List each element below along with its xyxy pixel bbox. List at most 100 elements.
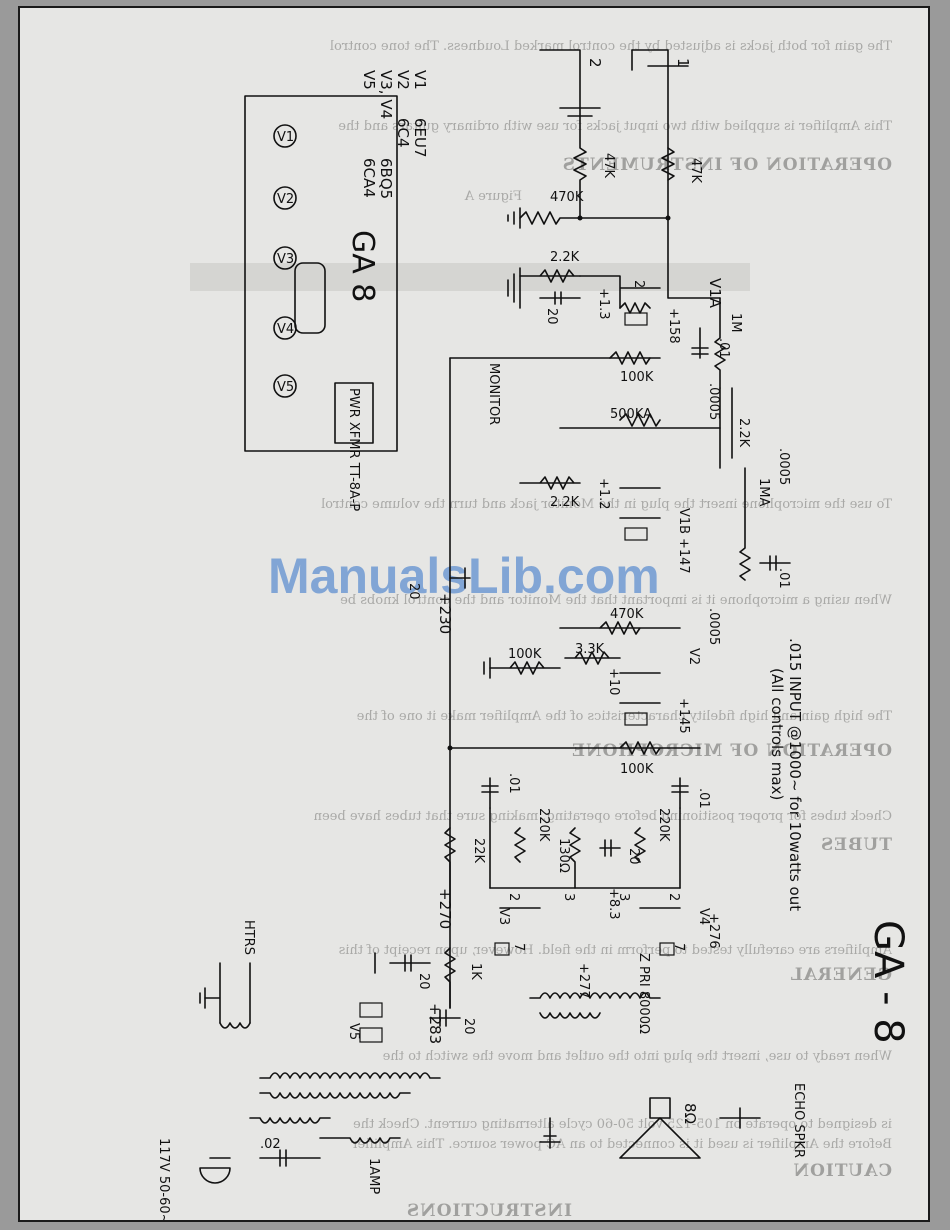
c-01-d-label: .01 [696, 788, 711, 809]
v2-label: V2 [686, 648, 701, 665]
v-plus270-label: +270 [436, 888, 454, 929]
r-47k-b-label: 47K [688, 158, 703, 184]
bleed-heading-instructions: INSTRUCTIONS [406, 1201, 572, 1221]
pin-label: 3 [616, 893, 631, 901]
input-note-1: .015 INPUT @1000~ for 10watts out [786, 638, 804, 911]
r-100k-a-label: 100K [620, 370, 654, 385]
tube-type: 6BQ5 [377, 158, 395, 199]
tube-type: 6EU7 [411, 118, 429, 158]
socket-label: V2 [277, 192, 294, 207]
pin-label: 3 [561, 893, 576, 901]
c-20-a-label: 20 [544, 308, 559, 325]
bleed-figure-shape [190, 263, 750, 291]
c-plus8-3-label: +8.3 [606, 888, 621, 920]
pin-label: 7 [671, 943, 686, 951]
heater-transformer: HTRS .02 1AMP 117V 50-60~ [156, 920, 441, 1222]
tube-chart: V1 6EU7 V2 6C4 V3, V4 6BQ5 V5 6CA4 [360, 70, 429, 199]
tube-pos: V2 [394, 70, 412, 90]
r-1ma-label: 1MA [756, 478, 771, 506]
c-01-a-label: .01 [716, 338, 731, 359]
v1a-stage: V1A 2.2K 20 +1.3 2 +158 1M .01 .0005 [507, 217, 743, 420]
power-transformer-tag-box [334, 382, 374, 444]
c-20-d-label: 20 [416, 973, 431, 990]
jack-2-label: 2 [586, 58, 604, 68]
r-3-3k-label: 3.3K [575, 642, 605, 657]
bleed-line: Before the Amplifier is used it is conne… [350, 1137, 892, 1152]
c-01-b-label: .01 [776, 568, 791, 589]
c-02-label: .02 [260, 1137, 281, 1152]
chassis-layout: GA 8 V1 V2 V3 V4 V5 PWR XFMR TT-8A-P [244, 95, 398, 511]
c-plus10-label: +10 [606, 668, 621, 695]
c-20-e-label: 20 [461, 1018, 476, 1035]
speaker-label: 8Ω [681, 1103, 699, 1124]
v1b-stage: 2.2K +1.2 V1B +147 20 [406, 476, 691, 600]
mains-label: 117V 50-60~ [156, 1138, 171, 1222]
socket-label: V1 [277, 130, 294, 145]
tube-pos: V3, V4 [377, 70, 395, 119]
tube-type: 6CA4 [360, 158, 378, 198]
socket-label: V5 [277, 380, 294, 395]
input-note-2: (All controls max) [768, 668, 786, 800]
r-220k-a-label: 220K [536, 808, 551, 842]
v1a-label: V1A [706, 278, 724, 309]
r-220k-b-label: 220K [656, 808, 671, 842]
c-plus158-label: +158 [666, 308, 681, 344]
v4-label: V4 [696, 908, 711, 925]
watermark: ManualsLib.com [268, 548, 660, 604]
bleed-through-text: INSTRUCTIONS CAUTION Before the Amplifie… [313, 39, 893, 1221]
pin-label: 7 [511, 943, 526, 951]
bleed-line: When ready to use, insert the plug into … [382, 1049, 892, 1064]
c-20-c-label: 20 [626, 848, 641, 865]
r-2-2k-a-label: 2.2K [550, 250, 580, 265]
bleed-heading-tubes: TUBES [820, 835, 892, 855]
chassis-transformer [294, 262, 326, 334]
pin-label: 2 [506, 893, 521, 901]
r-2-2k-b-label: 2.2K [736, 418, 751, 448]
socket-label: V4 [277, 322, 294, 337]
c-01-c-label: .01 [506, 773, 521, 794]
chassis-label: GA 8 [345, 230, 380, 302]
page-title: GA - 8 [865, 920, 911, 1044]
socket-label: V3 [277, 252, 294, 267]
v-plus277-label: +277 [576, 963, 591, 999]
phase-coupling: .01 .01 220K 220K 130Ω 20 +8.3 [481, 773, 711, 920]
v-plus283-label: +283 [426, 1003, 444, 1044]
choke-label: 1AMP [366, 1158, 381, 1194]
bleed-line: The gain for both jacks is adjusted by t… [330, 39, 892, 54]
bleed-heading-microphone: OPERATION OF MICROPHONE [571, 741, 892, 761]
v3-label: V3 [496, 908, 511, 925]
r-500ka-label: 500KA [610, 407, 652, 422]
bleed-heading-instruments: OPERATION OF INSTRUMENTS [562, 155, 892, 175]
r-2-2k-label: 2.2K [550, 495, 580, 510]
tube-pos: V1 [411, 70, 429, 90]
speaker: 8Ω ECHO SPKR [539, 1083, 806, 1159]
bleed-line: Amplifiers are carefully tested to perfo… [339, 943, 893, 958]
c-0005-b-label: .0005 [776, 448, 791, 485]
r-1m-label: 1M [728, 313, 743, 333]
c-20-b-label: 20 [406, 583, 421, 600]
monitor-label: MONITOR [486, 363, 501, 425]
jack-1-label: 1 [674, 58, 692, 68]
pin-label: 2 [631, 280, 646, 288]
bleed-figure-caption: Figure A [464, 189, 522, 204]
power-transformer-tag: PWR XFMR TT-8A-P [346, 388, 361, 511]
bleed-line: When using a microphone it is important … [340, 593, 892, 608]
tube-pos: V5 [360, 70, 378, 90]
power-supply: 22K +270 1K 20 +283 20 V5 [346, 827, 486, 1044]
bleed-heading-general: GENERAL [790, 965, 892, 985]
bleed-line: To use the microphone insert the plug in… [321, 497, 892, 512]
r-22k-label: 22K [471, 838, 486, 864]
c-plus147-label: +147 [676, 538, 691, 574]
chassis-tube-sockets: V1 V2 V3 V4 V5 [273, 124, 297, 398]
c-plus145-label: +145 [676, 698, 691, 734]
tube-type: 6C4 [394, 118, 412, 148]
r-100k-b-label: 100K [508, 647, 542, 662]
bleed-line: Check tubes for proper positioning befor… [313, 809, 892, 824]
r-100k-c-label: 100K [620, 762, 654, 777]
bleed-line: The high gain and high fidelity characte… [356, 709, 892, 724]
input-network: 47K 47K 470K [507, 107, 703, 229]
v1b-label: V1B [676, 508, 691, 534]
v-plus230-label: +230 [436, 593, 454, 634]
heaters-label: HTRS [241, 920, 256, 955]
c-0005-a-label: .0005 [706, 383, 721, 420]
